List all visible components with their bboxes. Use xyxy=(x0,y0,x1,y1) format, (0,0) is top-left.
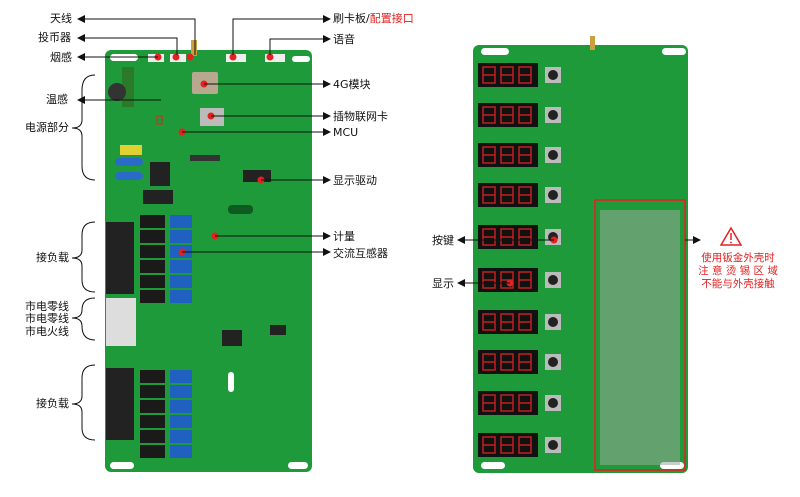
push-button xyxy=(545,395,561,411)
relay xyxy=(140,260,165,273)
current-transformer xyxy=(170,400,192,413)
push-button xyxy=(545,272,561,288)
warning-line-3: 不能与外壳接触 xyxy=(701,278,775,290)
label-live: 市电火线 xyxy=(25,325,69,338)
leader-lines xyxy=(71,15,701,441)
current-transformer xyxy=(170,215,192,228)
label-metering: 计量 xyxy=(333,230,355,243)
front-pcb-board xyxy=(105,40,312,472)
push-button xyxy=(545,147,561,163)
label-load-bottom: 接负载 xyxy=(36,397,69,410)
label-neutral-1: 市电零线 xyxy=(25,300,69,313)
relay xyxy=(140,245,165,258)
seven-segment-display xyxy=(478,183,538,207)
label-smoke-sensor: 烟感 xyxy=(50,51,72,64)
solder-hot-zone-box xyxy=(594,199,686,471)
relay xyxy=(140,430,165,443)
push-button xyxy=(545,187,561,203)
label-display-driver: 显示驱动 xyxy=(333,174,377,187)
relay xyxy=(140,215,165,228)
relay xyxy=(140,230,165,243)
relay xyxy=(140,290,165,303)
label-coin-acceptor: 投币器 xyxy=(38,31,71,44)
label-current-transformer: 交流互感器 xyxy=(333,247,388,260)
card-board-text: 刷卡板/ xyxy=(333,12,370,25)
config-port-text: 配置接口 xyxy=(369,12,414,25)
warning-triangle-icon xyxy=(719,226,743,246)
current-transformer xyxy=(170,275,192,288)
label-power-section: 电源部分 xyxy=(25,121,69,134)
warning-line-2: 注 意 烫 锡 区 域 xyxy=(698,265,778,277)
current-transformer xyxy=(170,385,192,398)
push-button xyxy=(545,437,561,453)
label-load-top: 接负载 xyxy=(36,251,69,264)
seven-segment-display xyxy=(478,225,538,249)
push-button xyxy=(545,354,561,370)
label-display: 显示 xyxy=(432,277,454,290)
push-button xyxy=(545,107,561,123)
relay xyxy=(140,400,165,413)
seven-segment-display xyxy=(478,433,538,457)
label-voice: 语音 xyxy=(333,33,355,46)
seven-segment-display xyxy=(478,391,538,415)
label-antenna: 天线 xyxy=(50,12,72,25)
current-transformer xyxy=(170,230,192,243)
current-transformer xyxy=(170,430,192,443)
label-neutral-2: 市电零线 xyxy=(25,312,69,325)
current-transformer xyxy=(170,370,192,383)
label-4g-module: 4G模块 xyxy=(333,78,371,91)
seven-segment-display xyxy=(478,143,538,167)
label-button: 按键 xyxy=(432,234,454,247)
label-mcu: MCU xyxy=(333,126,359,139)
warning-note: 使用钣金外壳时 注 意 烫 锡 区 域 不能与外壳接触 xyxy=(698,252,778,291)
current-transformer xyxy=(170,290,192,303)
relay xyxy=(140,370,165,383)
current-transformer xyxy=(170,260,192,273)
push-button xyxy=(545,314,561,330)
seven-segment-display xyxy=(478,63,538,87)
push-button xyxy=(545,67,561,83)
label-card-board: 刷卡板/配置接口 xyxy=(333,12,414,25)
seven-segment-display xyxy=(478,103,538,127)
current-transformer xyxy=(170,415,192,428)
warning-line-1: 使用钣金外壳时 xyxy=(701,252,775,264)
relay xyxy=(140,445,165,458)
relay xyxy=(140,415,165,428)
seven-segment-display xyxy=(478,350,538,374)
label-iot-card: 插物联网卡 xyxy=(333,110,388,123)
label-temp-sensor: 温感 xyxy=(46,93,68,106)
relay xyxy=(140,275,165,288)
seven-segment-display xyxy=(478,310,538,334)
relay xyxy=(140,385,165,398)
current-transformer xyxy=(170,445,192,458)
seven-segment-display xyxy=(478,268,538,292)
back-pcb-board xyxy=(473,36,688,473)
